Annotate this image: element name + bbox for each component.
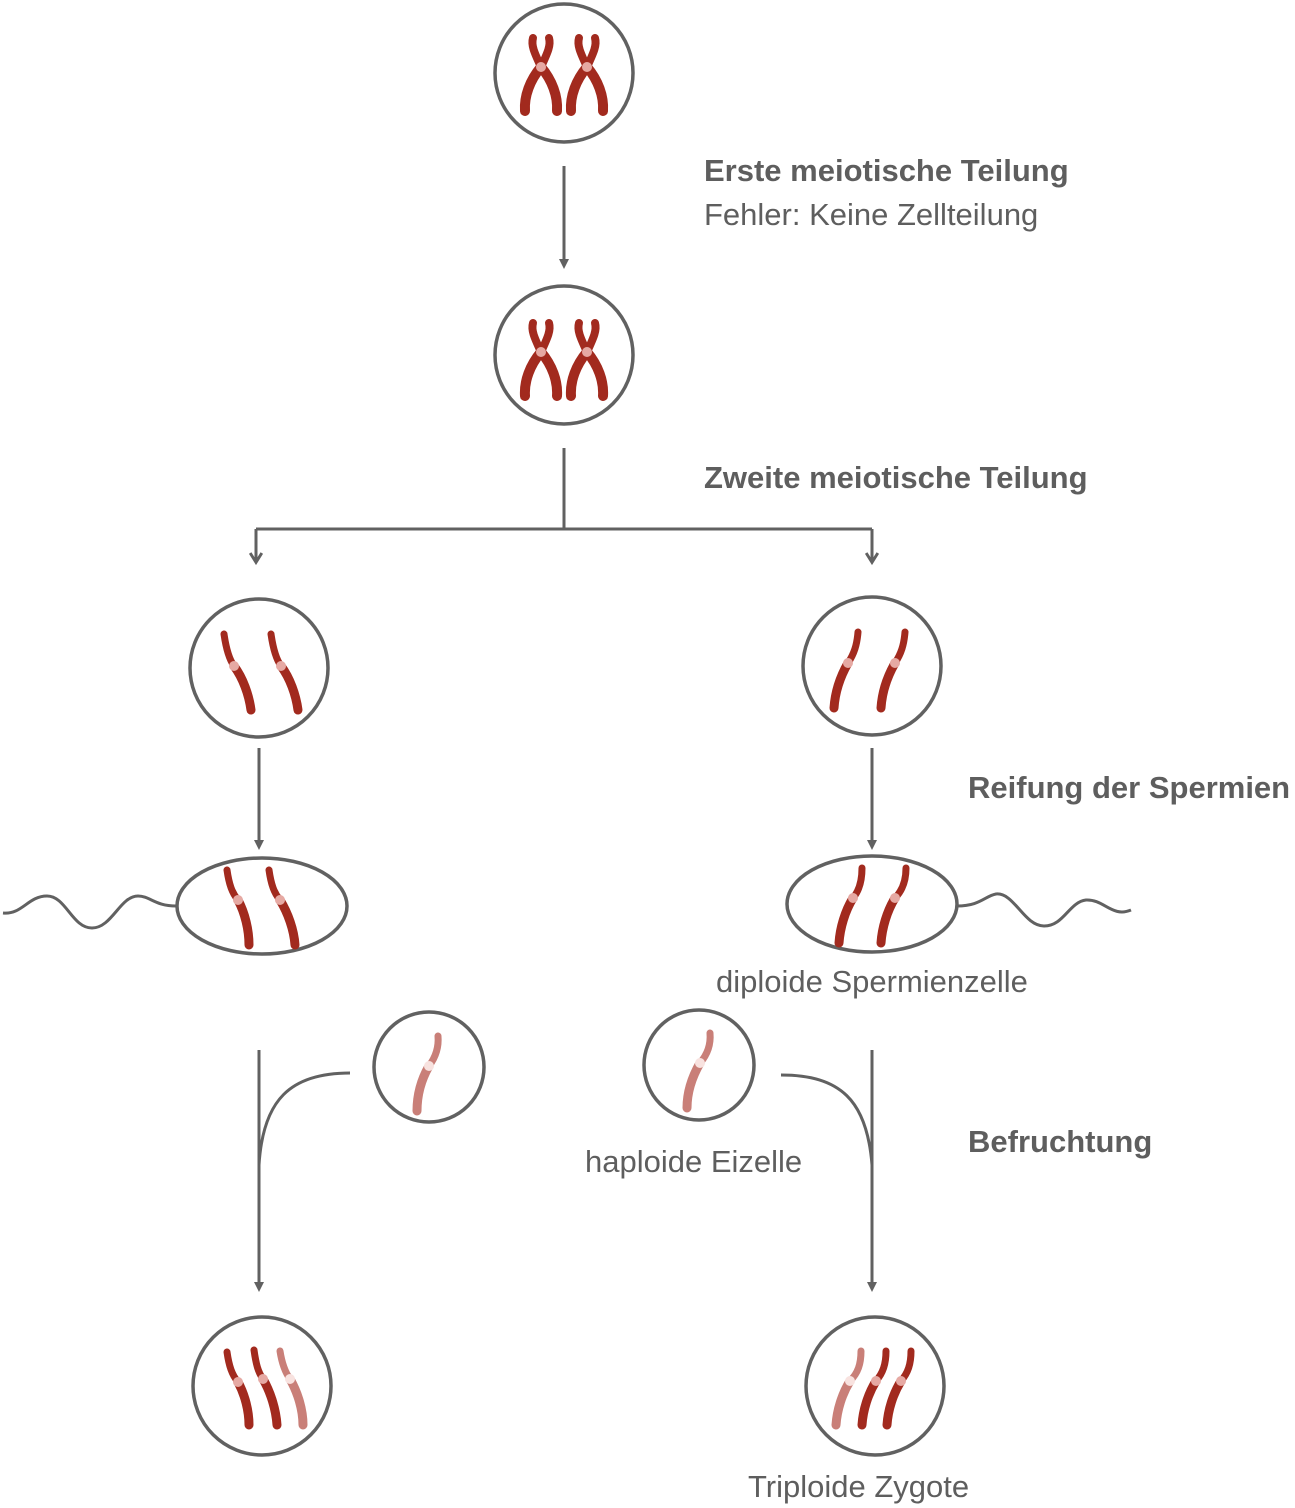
egg-cell-right	[642, 1008, 756, 1122]
zygote-left	[191, 1315, 333, 1457]
fertilization-merge-left	[254, 1050, 351, 1292]
sperm-tail-right	[956, 892, 1132, 928]
diploid-sperm-label: diploide Spermienzelle	[716, 964, 1028, 999]
zygote-right	[804, 1315, 946, 1457]
fertilization-label: Befruchtung	[968, 1124, 1153, 1159]
second-division-title: Zweite meiotische Teilung	[704, 460, 1088, 495]
chromosome-right	[876, 628, 909, 713]
first-division-title: Erste meiotische Teilung	[704, 153, 1069, 188]
first-division-error: Fehler: Keine Zellteilung	[704, 197, 1039, 232]
daughter-cell-left	[188, 597, 330, 739]
triploid-zygote-label: Triploide Zygote	[748, 1469, 970, 1504]
chromosome-left	[829, 628, 862, 713]
haploid-egg-label: haploide Eizelle	[585, 1144, 803, 1179]
daughter-cell-right	[801, 595, 943, 737]
chromosome-pair-left	[519, 319, 563, 401]
egg-cell-left	[372, 1010, 486, 1124]
initial-cell	[493, 2, 635, 144]
chromosome-right	[267, 630, 303, 715]
sperm-left	[2, 856, 349, 956]
chromosome-pair-right	[565, 34, 609, 116]
chromosome-pair-left	[519, 34, 563, 116]
sperm-tail-left	[2, 894, 177, 930]
fertilization-merge-right	[780, 1050, 877, 1292]
split-connector	[256, 448, 872, 560]
sperm-maturation-label: Reifung der Spermien	[968, 770, 1291, 805]
chromosome-left	[220, 630, 256, 715]
chromosome-pair-right	[565, 319, 609, 401]
sperm-right	[785, 854, 1132, 954]
cell-after-failed-division	[493, 284, 635, 426]
